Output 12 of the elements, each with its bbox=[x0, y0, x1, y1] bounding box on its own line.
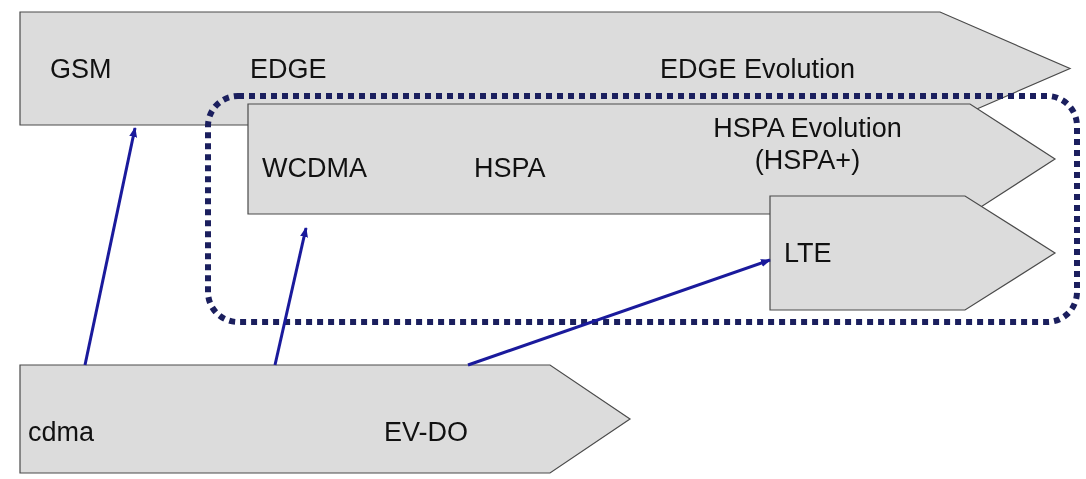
arrow bbox=[83, 127, 138, 366]
band-label: HSPA bbox=[474, 152, 546, 184]
band-label: WCDMA bbox=[262, 152, 367, 184]
arrow bbox=[467, 258, 771, 367]
band-label: EDGE Evolution bbox=[660, 53, 856, 85]
band-label: EDGE bbox=[250, 53, 327, 85]
band-label: LTE bbox=[784, 237, 832, 269]
band-label: HSPA Evolution (HSPA+) bbox=[712, 112, 903, 176]
band-label: GSM bbox=[50, 53, 112, 85]
band-label: EV-DO bbox=[384, 416, 469, 448]
band-label: cdma bbox=[28, 416, 95, 448]
arrow bbox=[273, 227, 308, 366]
